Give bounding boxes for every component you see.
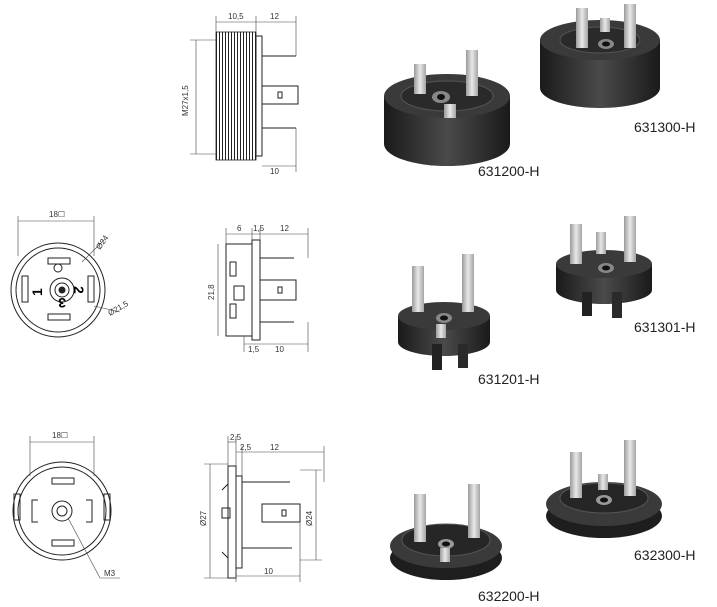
dim-1-5-bottom: 1,5 (248, 345, 260, 354)
dim-12: 12 (270, 12, 279, 21)
dim-10-5: 10,5 (228, 12, 244, 21)
dim-12-row2: 12 (280, 224, 289, 233)
dim-10-row3: 10 (264, 567, 273, 576)
dim-12-row3: 12 (270, 443, 279, 452)
row3-side-view: 2,5 2,5 12 Ø27 Ø24 10 (199, 433, 325, 582)
dim-21-8: 21,8 (207, 284, 216, 300)
product-label-631301-h: 631301-H (634, 319, 696, 335)
product-632200-h-image (390, 484, 502, 580)
pin-2-label: 2 (71, 286, 87, 294)
dim-2-5-a: 2,5 (230, 433, 242, 442)
dim-2-5-b: 2,5 (240, 443, 252, 452)
product-label-632200-h: 632200-H (478, 588, 540, 604)
dim-dia-27: Ø27 (199, 510, 208, 526)
pin-1-label: 1 (29, 288, 45, 296)
dim-18-square: 18☐ (49, 210, 65, 219)
product-631200-h-image (384, 50, 510, 166)
dim-1-5-top: 1,5 (253, 224, 265, 233)
row2-side-view: 6 1,5 12 21,8 1,5 10 (207, 224, 309, 354)
row2-front-view: 18☐ Ø24 Ø21,5 1 2 3 (10, 210, 131, 338)
product-632300-h-image (546, 440, 662, 538)
product-label-632300-h: 632300-H (634, 547, 696, 563)
dim-thread: M27x1,5 (181, 85, 190, 116)
dim-m3: M3 (104, 569, 116, 578)
product-631201-h-image (398, 254, 490, 370)
product-631300-h-image (540, 4, 660, 108)
dim-dia-21-5: Ø21,5 (107, 299, 131, 318)
product-label-631300-h: 631300-H (634, 119, 696, 135)
dim-10: 10 (270, 167, 279, 176)
row3-front-view: 18☐ M3 (12, 431, 120, 579)
dim-10-row2: 10 (275, 345, 284, 354)
product-label-631201-h: 631201-H (478, 371, 540, 387)
pin-3-label: 3 (58, 295, 66, 311)
product-631301-h-image (556, 216, 652, 318)
dim-18-square-row3: 18☐ (52, 431, 68, 440)
dim-dia-24-row3: Ø24 (305, 510, 314, 526)
product-label-631200-h: 631200-H (478, 163, 540, 179)
row1-side-view: 10,5 12 M27x1,5 10 (181, 12, 299, 176)
dim-6: 6 (237, 224, 242, 233)
dim-dia-24: Ø24 (94, 233, 110, 251)
